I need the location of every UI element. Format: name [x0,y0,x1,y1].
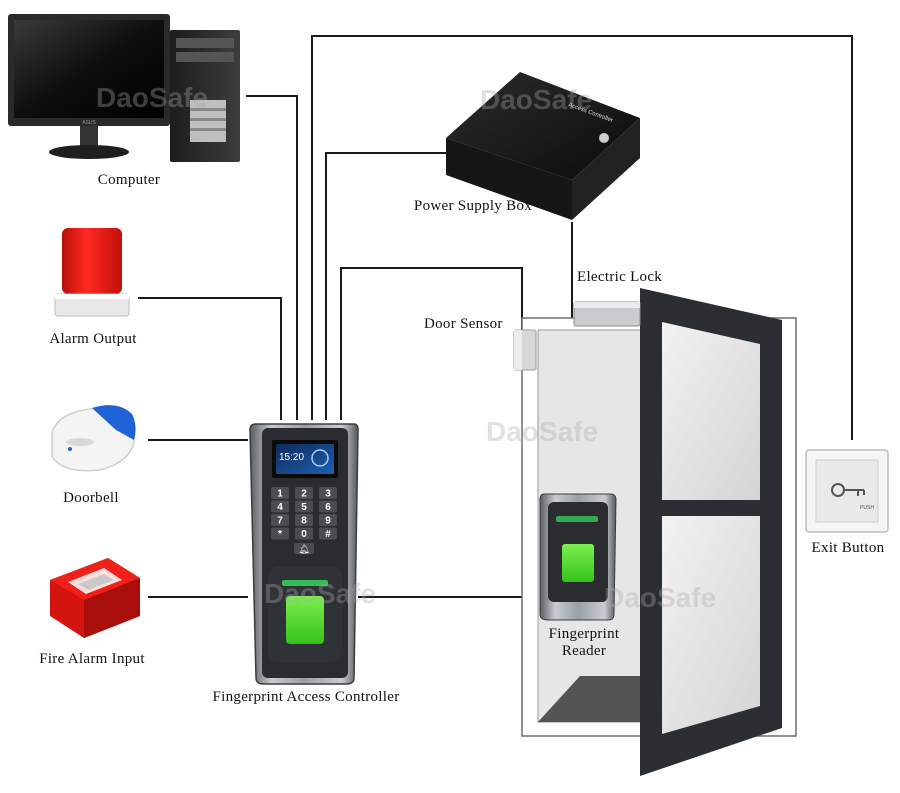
controller-keypad: 1 2 3 4 5 6 7 8 9 * 0 # [271,487,337,540]
keypad-key [319,514,337,526]
exit-button-text: PUSH [860,505,874,511]
label-fire-alarm-input: Fire Alarm Input [39,651,145,667]
keypad-key [271,514,289,526]
keypad-key-label: 7 [277,516,283,527]
label-exit-button: Exit Button [811,540,885,556]
keypad-key-label: 1 [277,489,283,500]
keypad-key-label: 5 [301,502,307,513]
label-power-supply-box: Power Supply Box [413,198,533,214]
watermark: DaoSafe [604,582,717,613]
fingerprint-reader-device [539,493,617,621]
keypad-key [295,514,313,526]
label-fingerprint-reader-line2: Reader [561,643,607,659]
watermark: DaoSafe [264,578,377,609]
monitor-brand: ASUS [82,120,96,126]
computer-icon: ASUS [8,14,240,162]
keypad-key [295,500,313,513]
watermark: DaoSafe [480,84,593,115]
label-door-sensor: Door Sensor [424,316,503,332]
label-alarm-output: Alarm Output [49,331,137,347]
label-electric-lock: Electric Lock [577,269,663,285]
label-fingerprint-reader-line1: Fingerprint [548,626,620,642]
wire-exit-button [311,35,853,440]
door-sensor-icon [513,329,537,371]
wire-door-sensor [340,267,523,420]
fire-alarm-icon [50,558,140,638]
svg-text:🔔︎: 🔔︎ [298,544,309,555]
keypad-key-label: 4 [277,502,283,513]
keypad-key [295,527,313,540]
keypad-key-label: 6 [325,502,331,513]
controller-screen-time: 15:20 [279,452,304,463]
wire-alarm-output [138,297,282,420]
doorbell-icon [51,405,136,472]
keypad-key-label: # [325,529,331,540]
label-computer: Computer [97,172,161,188]
power-supply-box-icon: Access Controller [446,72,640,220]
keypad-key-label: 3 [325,489,331,500]
wire-computer [246,95,298,420]
keypad-key [319,500,337,513]
keypad-key-label: * [278,529,282,540]
alarm-light-icon [54,228,130,317]
keypad-key [271,527,289,540]
keypad-key [319,527,337,540]
exit-button-icon: PUSH [805,449,889,533]
keypad-key [295,487,313,499]
label-doorbell: Doorbell [63,490,119,506]
watermark: DaoSafe [486,416,599,447]
electric-lock-icon [573,301,641,327]
wire-power-supply [325,152,446,420]
keypad-key [271,500,289,513]
keypad-key-label: 0 [301,529,307,540]
wires [138,35,853,598]
keypad-key-label: 9 [325,516,331,527]
keypad-key [271,487,289,499]
keypad-key-label: 8 [301,516,307,527]
keypad-key [319,487,337,499]
label-fingerprint-access-controller: Fingerprint Access Controller [212,689,400,705]
keypad-key-label: 2 [301,489,307,500]
watermark: DaoSafe [96,82,209,113]
fingerprint-access-controller-device: 15:20 1 2 3 4 5 6 7 8 9 * 0 # 🔔︎ [249,423,359,685]
